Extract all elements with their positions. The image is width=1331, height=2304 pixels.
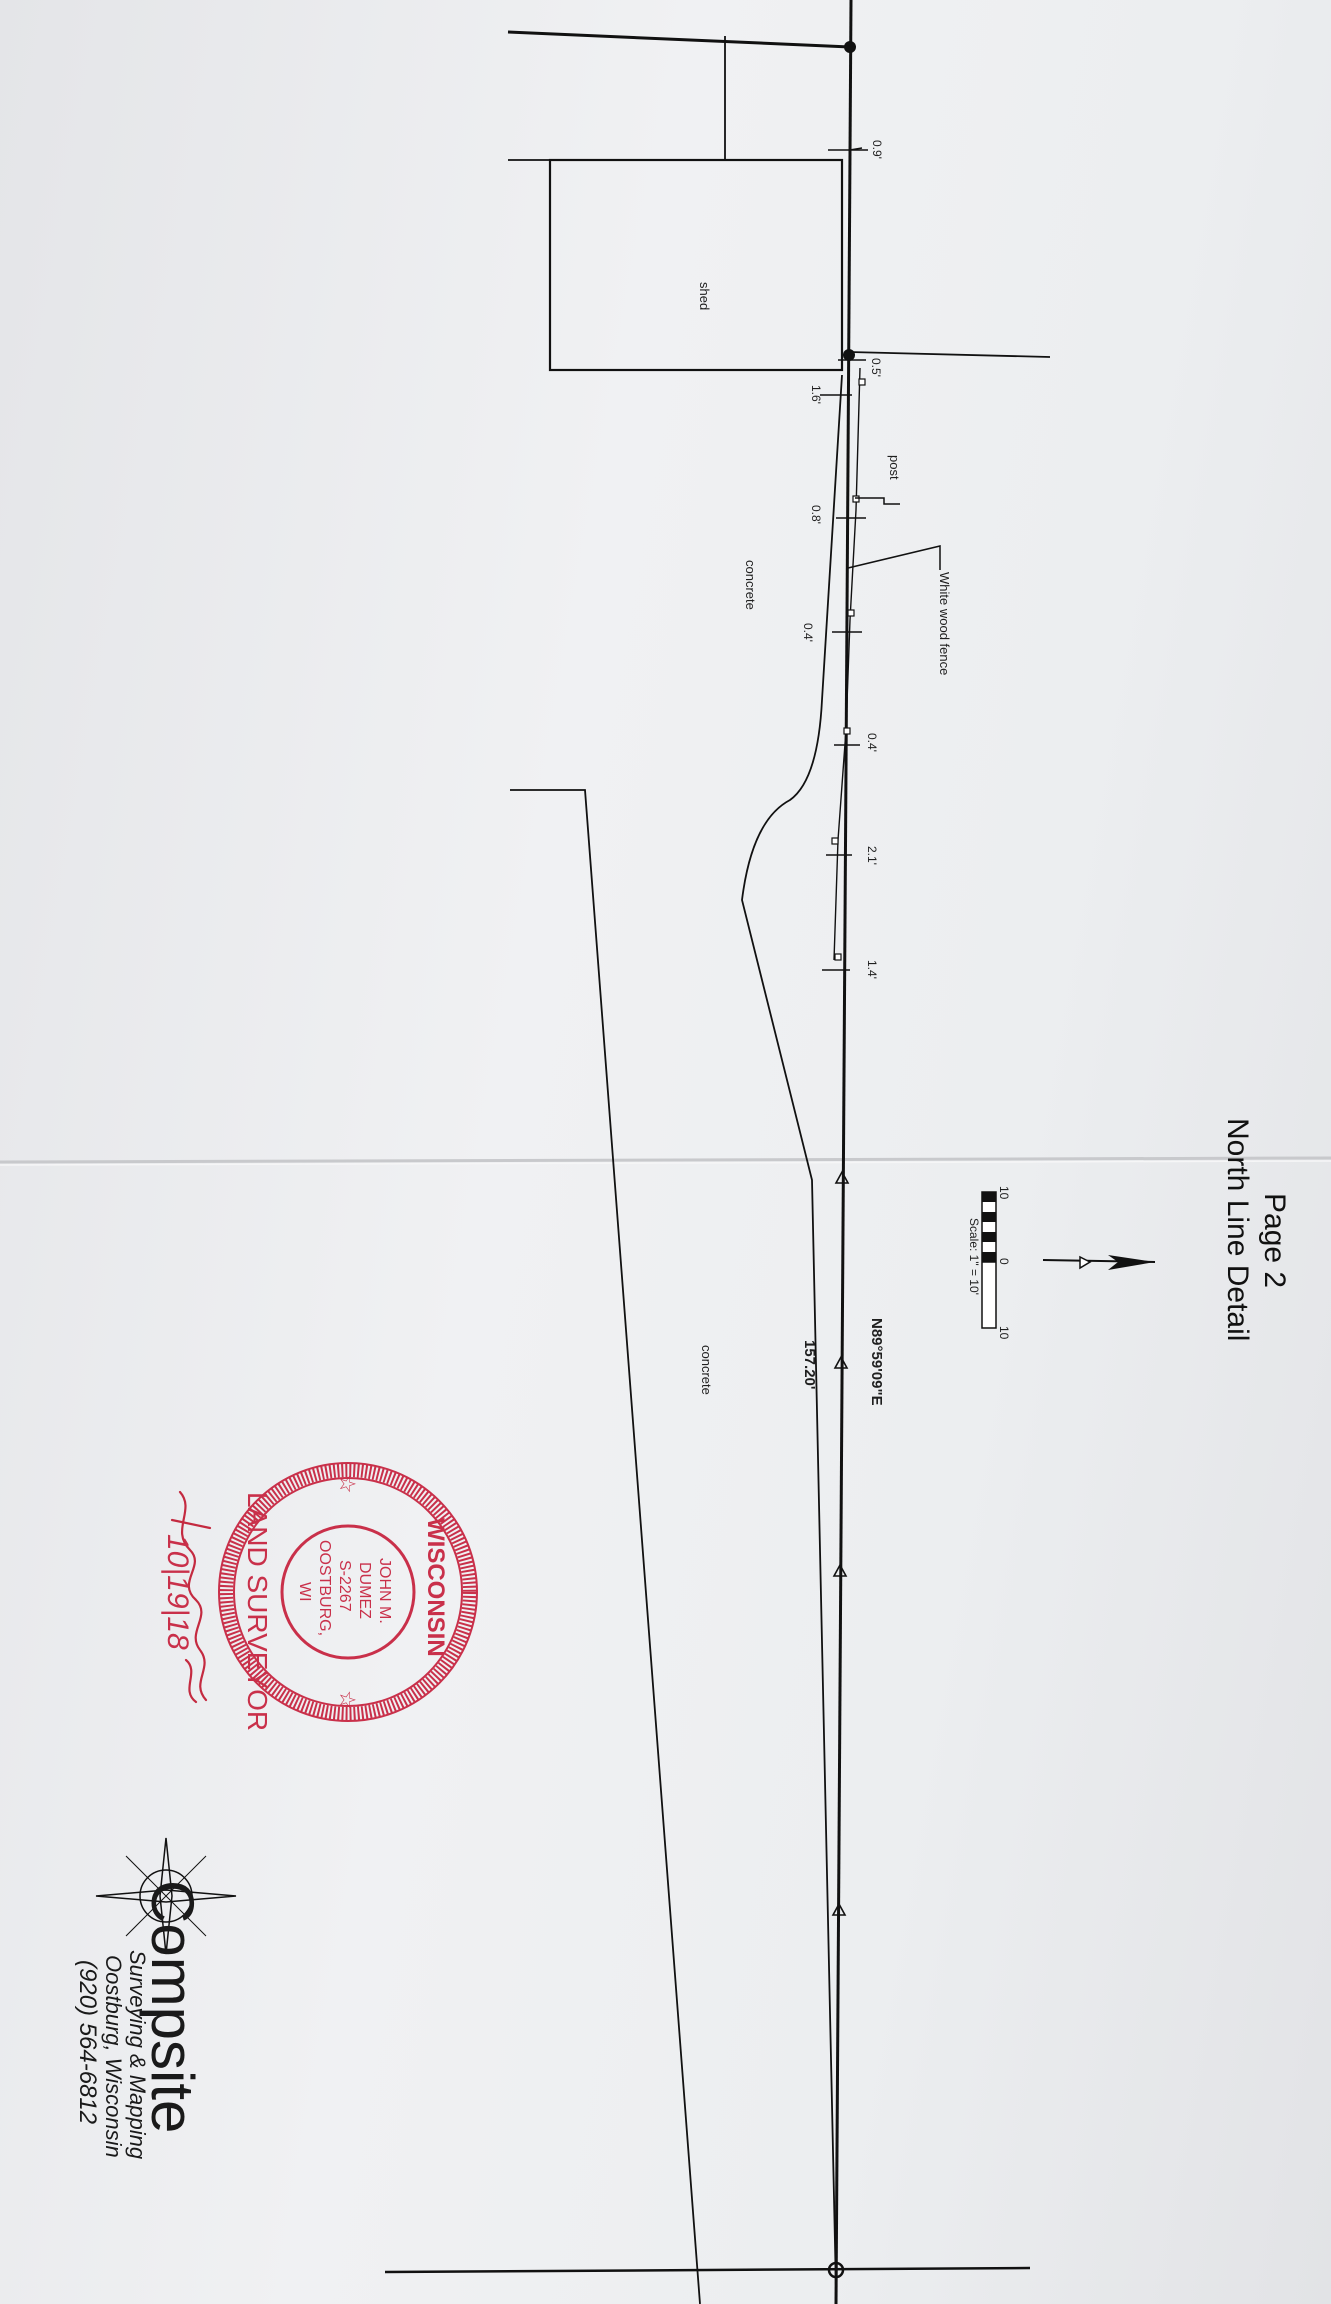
- svg-text:☆: ☆: [335, 1474, 360, 1494]
- offset-3: 0.8': [809, 505, 823, 524]
- fence-line: [833, 367, 861, 961]
- seal-profession: LAND SURVEYOR: [242, 1492, 273, 1731]
- company-line-1: Surveying & Mapping: [125, 1950, 150, 2160]
- page-label: Page 2: [1258, 1193, 1291, 1288]
- driveway-edge: [510, 789, 701, 2304]
- fence-posts: [831, 378, 866, 961]
- seal-name-1: JOHN M.: [376, 1558, 393, 1624]
- offset-4: 0.4': [801, 623, 815, 642]
- offset-0: 0.9': [870, 140, 884, 159]
- scale-mid-value: 0: [997, 1258, 1011, 1265]
- fence-label: White wood fence: [937, 572, 952, 675]
- surveyor-signature: [170, 1490, 212, 1704]
- scale-right-value: 10: [997, 1326, 1011, 1340]
- surveyor-seal: WISCONSIN LAND SURVEYOR JOHN M. DUMEZ S-…: [218, 1462, 478, 1731]
- offset-6: 2.1': [865, 846, 879, 865]
- seal-name-2: DUMEZ: [356, 1562, 373, 1619]
- seal-state: WISCONSIN: [422, 1518, 449, 1657]
- corner-monument-mid: [843, 349, 855, 361]
- fence-leader: [847, 545, 941, 570]
- post-leader: [855, 497, 900, 505]
- north-arrow-icon: [1042, 1255, 1156, 1270]
- station-markers: [831, 1170, 850, 1916]
- concrete-label-upper: concrete: [743, 560, 758, 610]
- post-label: post: [887, 455, 902, 480]
- compass-star-icon: [95, 1837, 237, 1955]
- company-line-2: Oostburg, Wisconsin: [101, 1955, 126, 2158]
- north-line-distance: 157.20': [801, 1340, 818, 1389]
- concrete-label-lower: concrete: [699, 1345, 714, 1395]
- paper-fold: [0, 1156, 1331, 1164]
- offset-7: 1.4': [865, 960, 879, 979]
- svg-text:☆: ☆: [335, 1690, 360, 1710]
- offset-5: 0.4': [865, 733, 879, 752]
- shed-label: shed: [697, 282, 712, 310]
- scale-bar: [981, 1191, 997, 1329]
- offset-ticks: [820, 147, 868, 971]
- seal-license: S-2267: [336, 1560, 353, 1612]
- offset-2: 1.6': [809, 385, 823, 404]
- concrete-edge-curve: [741, 374, 843, 2291]
- page-title: North Line Detail: [1221, 1118, 1254, 1341]
- scale-left-value: 10: [997, 1186, 1011, 1200]
- company-phone: (920) 564-6812: [74, 1960, 101, 2124]
- scale-caption: Scale: 1" = 10': [967, 1218, 981, 1295]
- seal-city: OOSTBURG,: [316, 1540, 333, 1636]
- seal-state-abbr: WI: [296, 1582, 313, 1602]
- offset-1: 0.5': [869, 358, 883, 377]
- north-line-bearing: N89°59'09"E: [868, 1318, 885, 1406]
- company-name: Compsite: [139, 1880, 206, 2133]
- north-property-line: [834, 0, 853, 2304]
- seal-date: 10|19|18: [161, 1534, 194, 1650]
- shed-outline: [548, 158, 844, 372]
